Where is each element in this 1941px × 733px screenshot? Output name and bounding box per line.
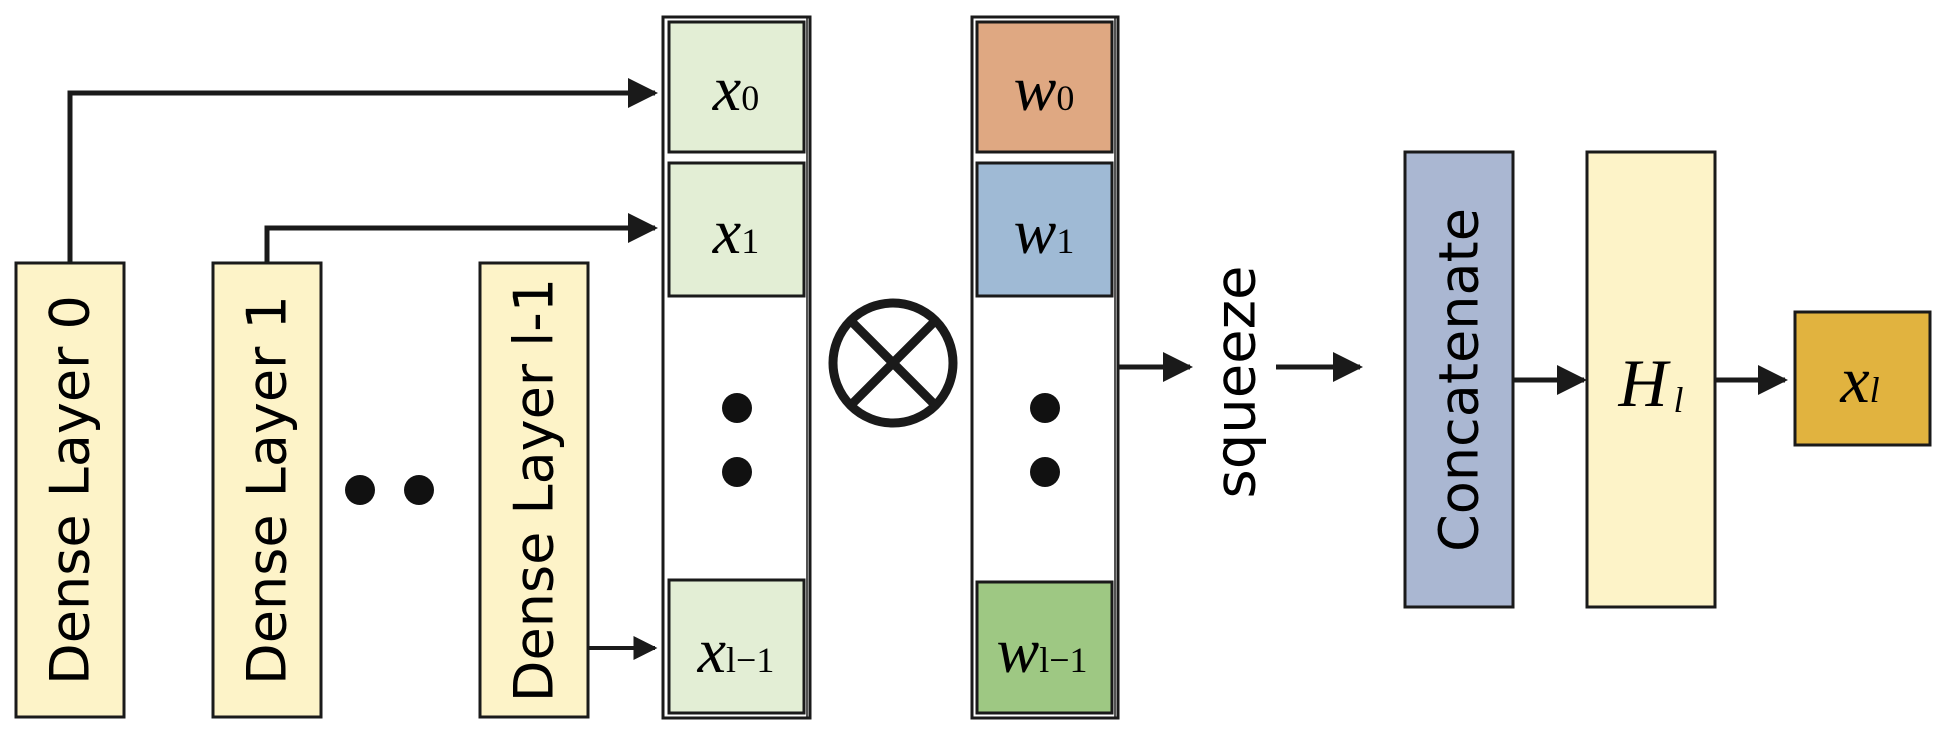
output-base: x [1839,344,1869,417]
x0-base: x [712,53,741,124]
x-column: x0 x1 xl−1 [661,15,812,720]
circled-times-icon [828,298,958,428]
h-sub: l [1674,380,1684,420]
svg-text:wl−1: wl−1 [997,615,1088,686]
w0-sub: 0 [1056,78,1074,118]
svg-text:x0: x0 [712,53,759,124]
svg-text:x1: x1 [712,196,759,267]
x1-base: x [712,196,741,267]
x-cell-l-1: xl−1 [667,578,806,715]
w0-base: w [1014,53,1057,124]
svg-text:Hl: Hl [1617,345,1683,421]
xl-1-base: x [697,615,726,686]
concatenate-label: Concatenate [1428,208,1491,552]
output-sub: l [1870,370,1880,410]
x-cell-1: x1 [667,161,806,298]
svg-text:xl: xl [1839,344,1879,417]
x-column-dot [722,457,752,487]
w1-sub: 1 [1056,221,1074,261]
w-column: w0 w1 wl−1 [970,15,1120,720]
dense-layer-0: Dense Layer 0 [14,261,126,719]
dense-layer-1: Dense Layer 1 [211,261,323,719]
w-cell-1: w1 [975,161,1114,298]
output-block: xl [1793,310,1932,447]
w-cell-l-1: wl−1 [975,580,1114,715]
svg-text:w1: w1 [1014,196,1075,267]
x1-sub: 1 [741,221,759,261]
ellipsis-dot [404,475,434,505]
concatenate-block: Concatenate [1403,150,1515,609]
dense-layer-1-label: Dense Layer 1 [236,295,299,685]
h-base: H [1617,345,1671,421]
wl-1-sub: l−1 [1039,640,1087,680]
svg-text:xl−1: xl−1 [697,615,775,686]
w-cell-0: w0 [975,20,1114,154]
w-column-dot [1030,457,1060,487]
x-column-dot [722,393,752,423]
squeeze-label: squeeze [1204,266,1269,499]
dense-layer-l-1: Dense Layer l-1 [478,261,590,719]
ellipsis-dot [345,475,375,505]
dense-layer-l-1-label: Dense Layer l-1 [503,278,566,702]
x-cell-0: x0 [667,20,806,154]
x0-sub: 0 [741,78,759,118]
connector-arrow-layer0 [67,78,658,263]
svg-text:w0: w0 [1014,53,1075,124]
w1-base: w [1014,196,1057,267]
wl-1-base: w [997,615,1040,686]
xl-1-sub: l−1 [726,640,774,680]
connector-arrow-layer1 [264,213,658,263]
dense-layer-0-label: Dense Layer 0 [39,295,102,685]
w-column-dot [1030,393,1060,423]
ellipsis-dots [345,475,434,505]
